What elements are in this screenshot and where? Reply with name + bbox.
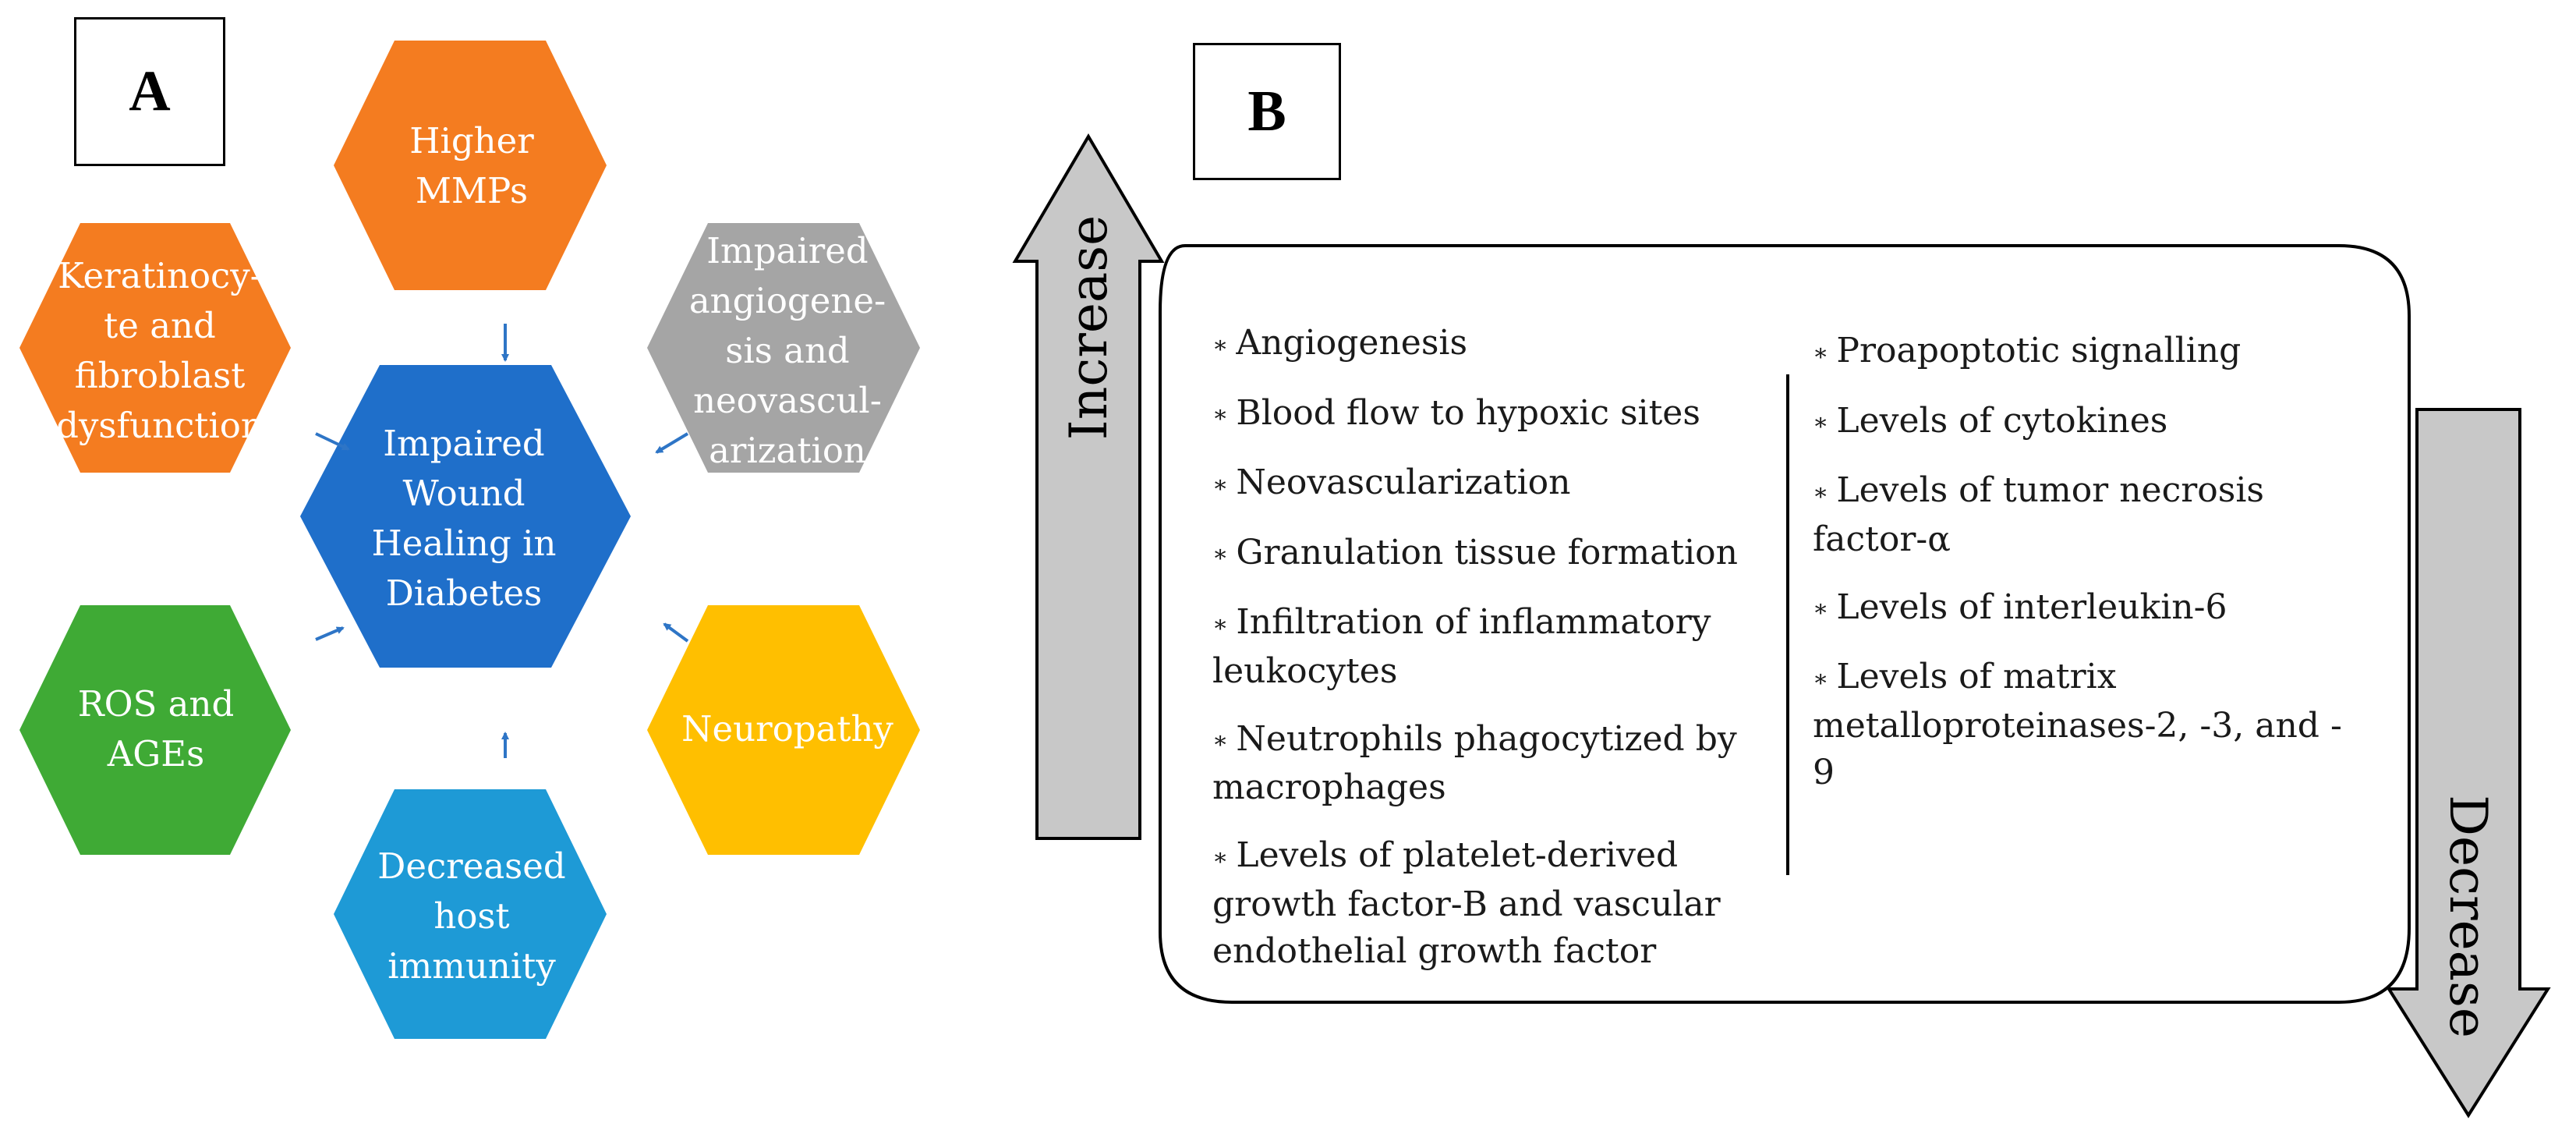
panel-b-box bbox=[1159, 244, 2411, 1004]
hexagon-lower-right-label: Neuropathy bbox=[681, 708, 893, 750]
bullet-icon: ∗ bbox=[1813, 409, 1829, 436]
increase-item-text: Granulation tissue formation bbox=[1236, 532, 1738, 572]
decrease-item-text: Levels of tumor necrosis factor-α bbox=[1813, 470, 2264, 559]
hexagon-bottom bbox=[334, 789, 607, 1039]
increase-item: ∗Infiltration of inflammatory leukocytes bbox=[1212, 599, 1789, 695]
hexagon-center-label: Impaired Wound Healing in Diabetes bbox=[371, 423, 557, 614]
decrease-item-text: Levels of cytokines bbox=[1836, 400, 2168, 441]
bullet-icon: ∗ bbox=[1212, 401, 1229, 428]
bullet-icon: ∗ bbox=[1813, 595, 1829, 622]
increase-item-text: Levels of platelet-derived growth factor… bbox=[1212, 835, 1721, 971]
increase-item-text: Neutrophils phagocytized by macrophages bbox=[1212, 718, 1737, 808]
decrease-item-text: Proapoptotic signalling bbox=[1836, 331, 2242, 370]
increase-item: ∗Angiogenesis bbox=[1212, 320, 1789, 369]
decrease-item: ∗ Levels of cytokines bbox=[1813, 398, 2374, 447]
bullet-icon: ∗ bbox=[1212, 470, 1229, 498]
decrease-item: ∗ Levels of interleukin-6 bbox=[1813, 584, 2374, 633]
increase-item: ∗Levels of platelet-derived growth facto… bbox=[1212, 832, 1789, 975]
arrow-lower-right bbox=[663, 622, 689, 643]
hexagon-bottom-label: Decreased host immunity bbox=[377, 845, 566, 987]
hexagon-upper-left-label: Keratinocy- te and fibroblast dysfunctio… bbox=[56, 255, 264, 446]
increase-item-text: Angiogenesis bbox=[1236, 323, 1468, 363]
bullet-icon: ∗ bbox=[1813, 478, 1829, 506]
decrease-item-text: Levels of interleukin-6 bbox=[1836, 587, 2227, 627]
hexagon-lower-left bbox=[19, 605, 291, 855]
bullet-icon: ∗ bbox=[1813, 665, 1829, 693]
bullet-icon: ∗ bbox=[1212, 540, 1229, 568]
increase-list: ∗Angiogenesis∗Blood flow to hypoxic site… bbox=[1212, 320, 1789, 996]
hexagon-lower-left-label: ROS and AGEs bbox=[77, 683, 235, 774]
increase-item: ∗Granulation tissue formation bbox=[1212, 530, 1789, 579]
bullet-icon: ∗ bbox=[1212, 331, 1229, 359]
bullet-icon: ∗ bbox=[1813, 338, 1829, 367]
increase-item-text: Neovascularization bbox=[1236, 462, 1571, 502]
bullet-icon: ∗ bbox=[1212, 610, 1229, 638]
increase-item: ∗Neutrophils phagocytized by macrophages bbox=[1212, 716, 1789, 812]
panel-a-label: A bbox=[74, 17, 225, 166]
arrow-lower-left bbox=[315, 626, 345, 641]
decrease-list: ∗Proapoptotic signalling∗Levels of cytok… bbox=[1813, 328, 2374, 817]
increase-item-text: Blood flow to hypoxic sites bbox=[1236, 392, 1700, 433]
decrease-label: Decrease bbox=[2438, 795, 2499, 1038]
bullet-icon: ∗ bbox=[1212, 843, 1229, 871]
increase-label: Increase bbox=[1058, 214, 1119, 441]
hexagon-lower-right bbox=[647, 605, 920, 855]
increase-arrow bbox=[1012, 133, 1165, 840]
hexagon-upper-right-label: Impaired angiogene- sis and neovascul- a… bbox=[688, 230, 886, 471]
decrease-arrow bbox=[2386, 408, 2551, 1118]
hexagon-top bbox=[334, 41, 607, 290]
connector-arrows bbox=[315, 324, 689, 758]
decrease-item-text: Levels of matrix metalloproteinases-2, -… bbox=[1813, 657, 2342, 792]
arrow-upper-left bbox=[315, 432, 350, 451]
hexagon-top-label: Higher MMPs bbox=[409, 119, 534, 211]
arrow-upper-right bbox=[655, 432, 689, 454]
increase-item: ∗ Blood flow to hypoxic sites bbox=[1212, 390, 1789, 439]
bullet-icon: ∗ bbox=[1212, 727, 1229, 754]
decrease-item: ∗Levels of tumor necrosis factor-α bbox=[1813, 467, 2374, 563]
hexagon-upper-left bbox=[19, 223, 291, 473]
increase-item-text: Infiltration of inflammatory leukocytes bbox=[1212, 602, 1711, 691]
hexagon-cluster bbox=[19, 41, 920, 1039]
decrease-item: ∗Proapoptotic signalling bbox=[1813, 328, 2374, 377]
hexagon-upper-right bbox=[647, 223, 920, 473]
increase-item: ∗Neovascularization bbox=[1212, 459, 1789, 509]
decrease-item: ∗Levels of matrix metalloproteinases-2, … bbox=[1813, 654, 2374, 796]
hexagon-center bbox=[300, 365, 631, 668]
panel-b-label: B bbox=[1193, 43, 1341, 180]
